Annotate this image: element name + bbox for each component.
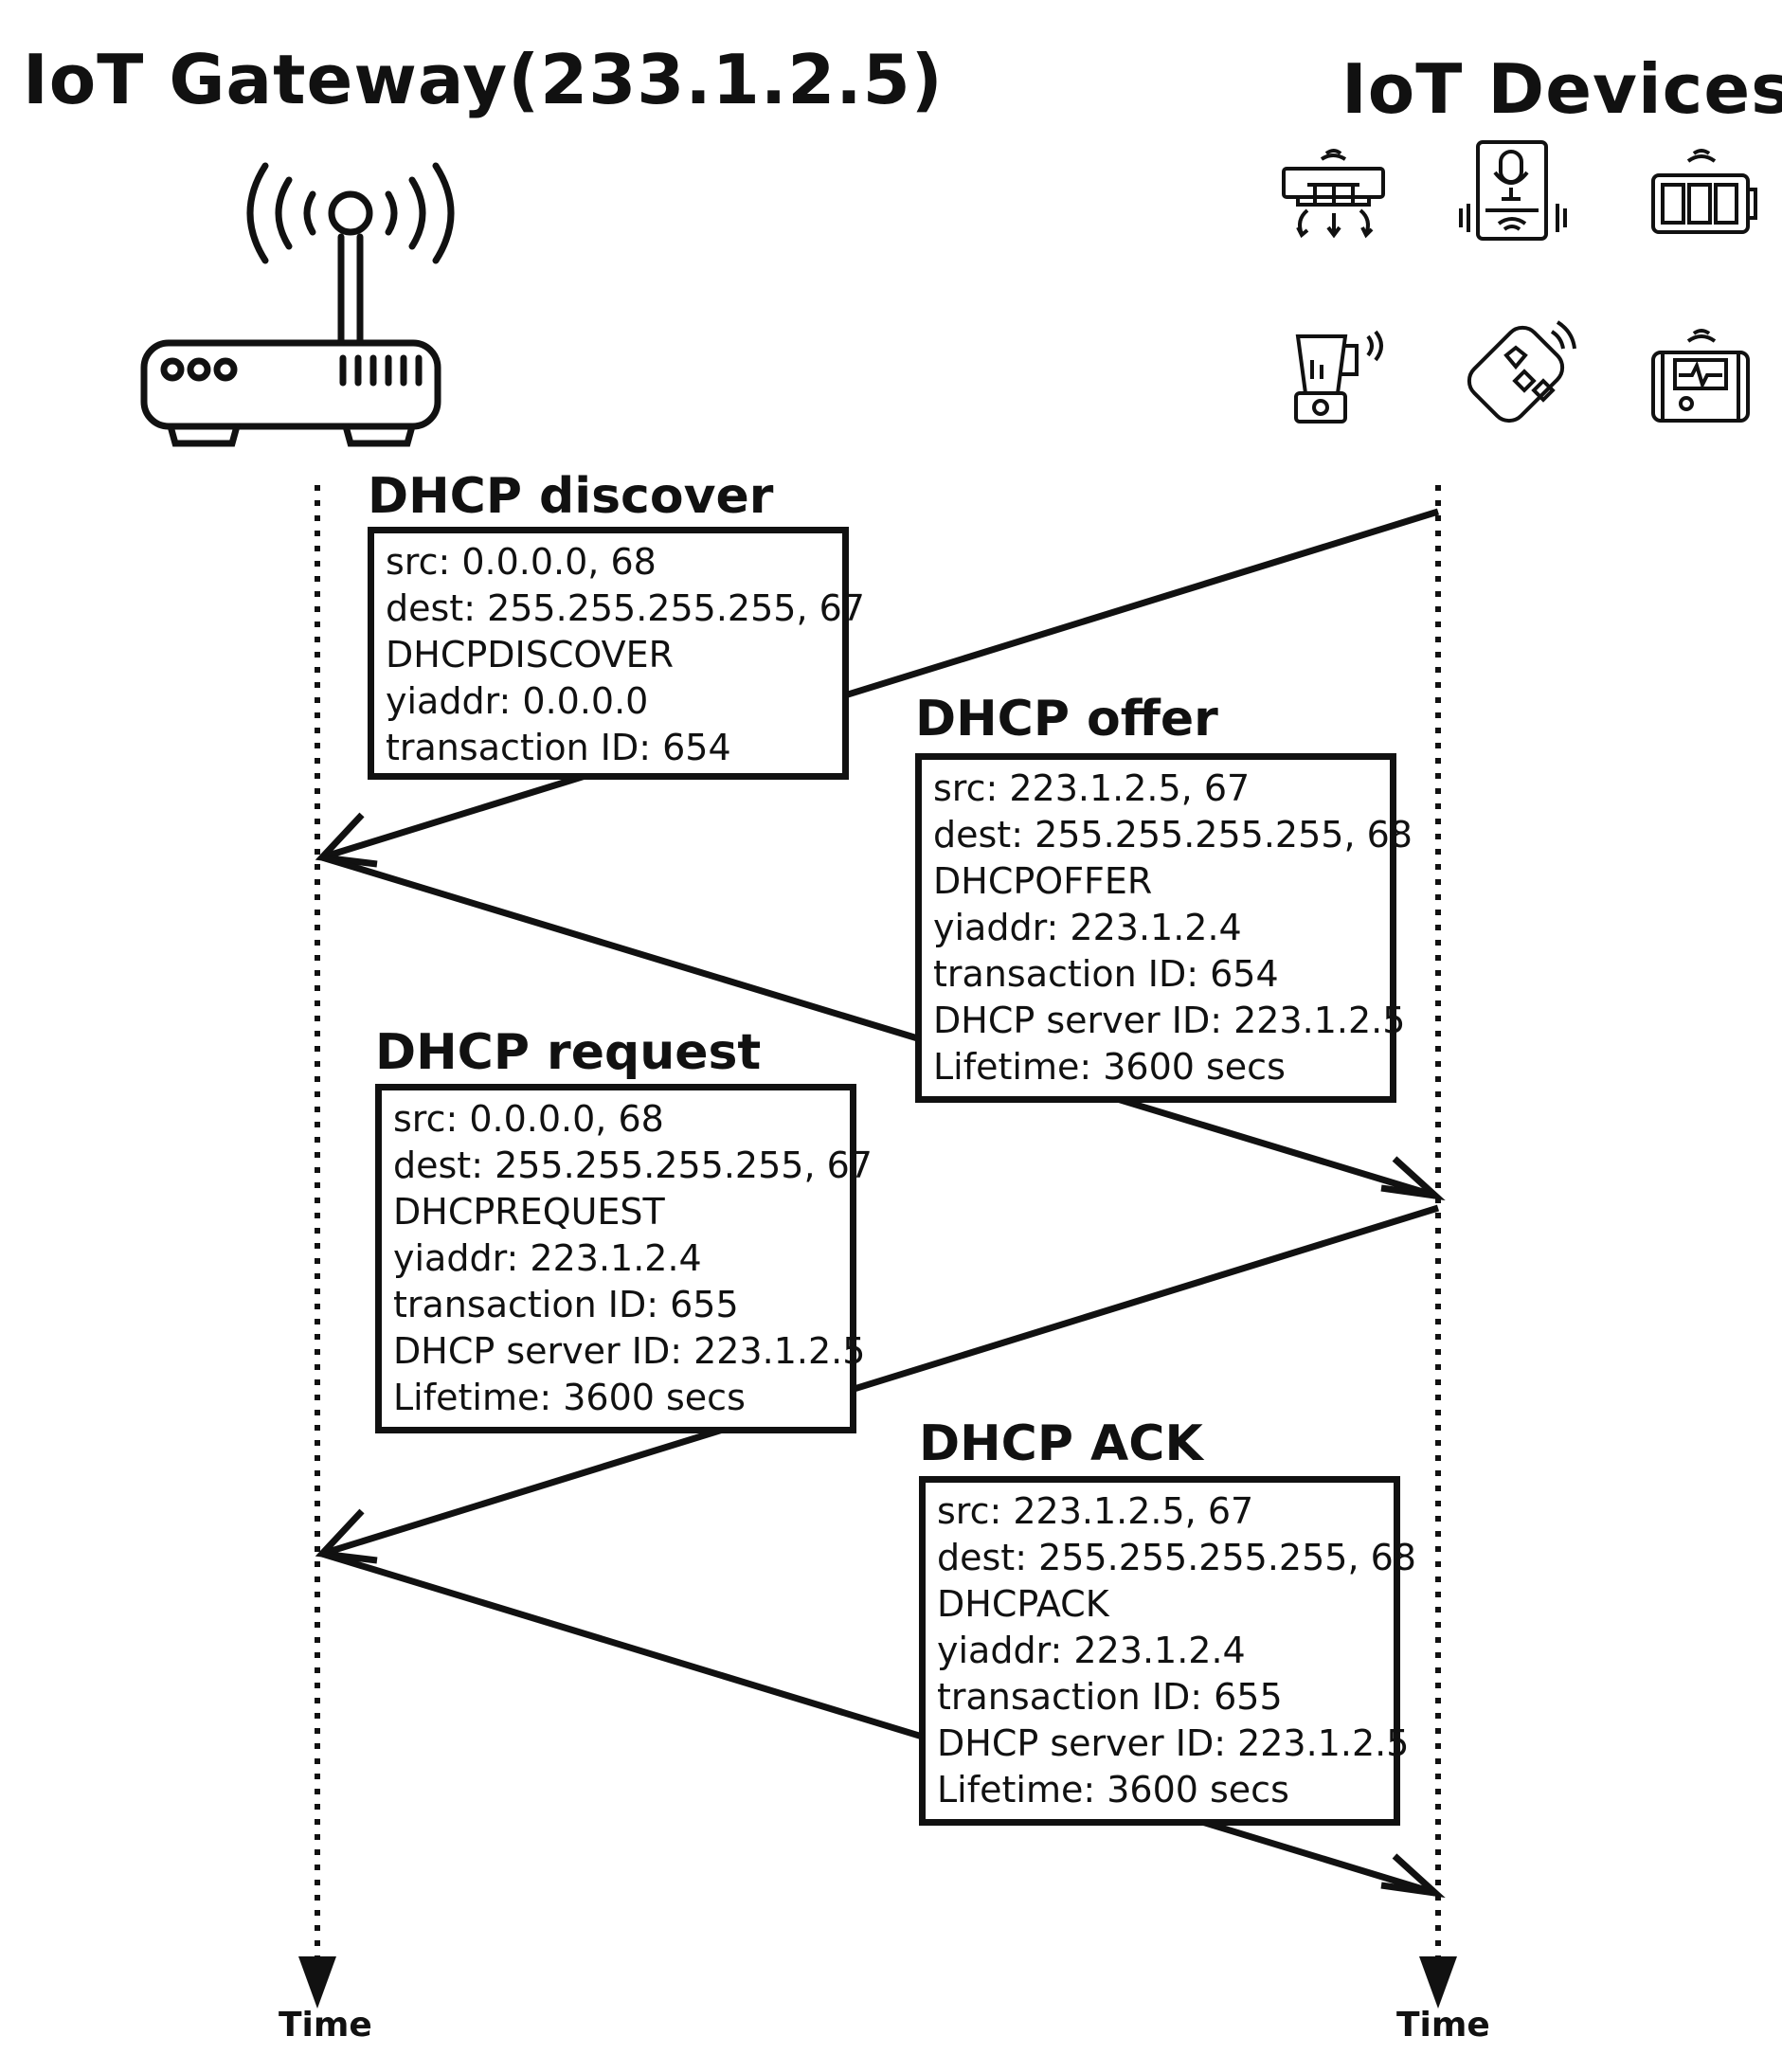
router-icon [140,162,455,447]
dhcp-request-title: DHCP request [375,1024,762,1081]
offer-yiaddr: yiaddr: 223.1.2.4 [933,907,1242,948]
discover-arrow-line [320,508,1440,861]
ack-src: src: 223.1.2.5, 67 [937,1490,1254,1532]
gateway-title: IoT Gateway(233.1.2.5) [23,40,944,119]
discover-type: DHCPDISCOVER [386,634,675,676]
offer-lifetime: Lifetime: 3600 secs [933,1046,1286,1088]
health-monitor-icon [1651,329,1750,423]
battery-icon [1651,149,1757,234]
discover-src: src: 0.0.0.0, 68 [386,541,657,583]
dhcp-request-box: src: 0.0.0.0, 68 dest: 255.255.255.255, … [375,1084,873,1433]
dhcp-discover-box: src: 0.0.0.0, 68 dest: 255.255.255.255, … [368,527,865,780]
offer-arrow-line [320,854,1437,1199]
smart-lock-icon [1467,320,1576,423]
request-yiaddr: yiaddr: 223.1.2.4 [393,1237,702,1279]
request-arrow-line [320,1204,1440,1558]
discover-transaction-id: transaction ID: 654 [386,727,731,768]
ack-dest: dest: 255.255.255.255, 68 [937,1537,1416,1578]
smart-speaker-icon [1459,140,1567,241]
request-server-id: DHCP server ID: 223.1.2.5 [393,1330,866,1372]
offer-arrowhead [1380,1156,1446,1201]
ack-transaction-id: transaction ID: 655 [937,1676,1283,1718]
dhcp-offer-title: DHCP offer [915,691,1218,748]
devices-time-label: Time [1396,2006,1490,2045]
ack-type: DHCPACK [937,1583,1109,1625]
request-dest: dest: 255.255.255.255, 67 [393,1144,873,1186]
offer-transaction-id: transaction ID: 654 [933,953,1279,995]
dhcp-ack-title: DHCP ACK [919,1415,1203,1472]
request-lifetime: Lifetime: 3600 secs [393,1377,746,1418]
offer-src: src: 223.1.2.5, 67 [933,767,1251,809]
offer-dest: dest: 255.255.255.255, 68 [933,814,1413,856]
gateway-time-label: Time [279,2006,372,2045]
gateway-lifeline-arrow [298,1956,336,2009]
devices-title: IoT Devices [1341,49,1782,129]
request-type: DHCPREQUEST [393,1191,665,1233]
discover-yiaddr: yiaddr: 0.0.0.0 [386,680,649,722]
dhcp-discover-title: DHCP discover [368,468,774,525]
dhcp-ack-box: src: 223.1.2.5, 67 dest: 255.255.255.255… [919,1476,1416,1826]
ack-arrow-line [320,1550,1437,1897]
request-transaction-id: transaction ID: 655 [393,1284,739,1325]
ack-yiaddr: yiaddr: 223.1.2.4 [937,1630,1246,1671]
smart-blender-icon [1294,330,1383,423]
ack-arrowhead [1380,1853,1446,1899]
devices-lifeline-arrow [1419,1956,1457,2009]
air-conditioner-icon [1282,149,1385,239]
offer-server-id: DHCP server ID: 223.1.2.5 [933,1000,1406,1041]
offer-type: DHCPOFFER [933,860,1153,902]
ack-lifetime: Lifetime: 3600 secs [937,1769,1289,1811]
request-src: src: 0.0.0.0, 68 [393,1098,664,1140]
discover-dest: dest: 255.255.255.255, 67 [386,587,865,629]
dhcp-offer-box: src: 223.1.2.5, 67 dest: 255.255.255.255… [915,753,1413,1103]
ack-server-id: DHCP server ID: 223.1.2.5 [937,1722,1410,1764]
